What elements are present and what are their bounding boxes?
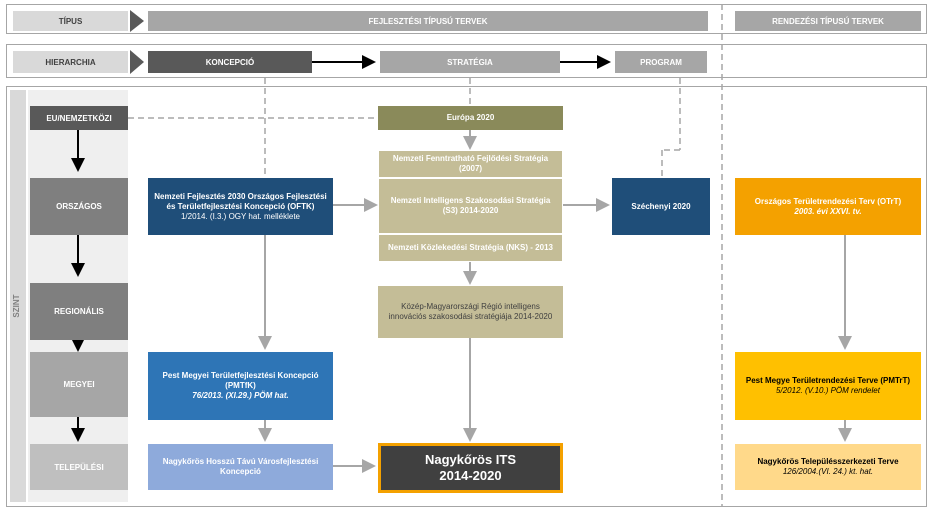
szechenyi-text: Széchenyi 2020 [631,201,691,211]
its-box: Nagykőrös ITS 2014-2020 [378,443,563,493]
oftk-title: Nemzeti Fejlesztés 2030 Országos Fejlesz… [154,191,327,211]
oftk-ref: 1/2014. (I.3.) OGY hat. melléklete [180,211,301,221]
level-telepulesi: TELEPÜLÉSI [30,444,128,490]
europa-2020-text: Európa 2020 [446,113,495,122]
koncepcio-header: KONCEPCIÓ [148,51,312,73]
tszt-box: Nagykőrös Településszerkezeti Terve 126/… [735,444,921,490]
level-megyei: MEGYEI [30,352,128,417]
pmtfk-ref: 76/2013. (XI.29.) PÖM hat. [192,391,289,400]
its-line2: 2014-2020 [439,468,502,483]
program-header: PROGRAM [615,51,707,73]
europa-2020-box: Európa 2020 [378,106,563,130]
kmr-text: Közép-Magyarországi Régió intelligens in… [388,302,553,321]
tszt-title: Nagykőrös Településszerkezeti Terve [757,457,899,466]
szint-side-bar [10,90,26,502]
strategia-header: STRATÉGIA [380,51,560,73]
pmtfk-box: Pest Megyei Területfejlesztési Koncepció… [148,352,333,420]
nhtvk-box: Nagykőrös Hosszú Távú Városfejlesztési K… [148,444,333,490]
kmr-box: Közép-Magyarországi Régió intelligens in… [378,286,563,338]
its-line1: Nagykőrös ITS [424,452,517,467]
nft-text: Nemzeti Fenntratható Fejlődési Stratégia… [392,154,549,173]
hierarchia-label: HIERARCHIA [13,51,128,73]
pmtrt-title: Pest Megye Területrendezési Terve (PMTrT… [745,376,911,385]
nks-text: Nemzeti Közlekedési Stratégia (NKS) - 20… [388,243,553,252]
pmtfk-title: Pest Megyei Területfejlesztési Koncepció… [162,371,319,390]
otrt-title: Országos Területrendezési Terv (OTrT) [754,196,902,206]
fejlesztesi-header: FEJLESZTÉSI TÍPUSÚ TERVEK [148,11,708,31]
level-regionalis: REGIONÁLIS [30,283,128,340]
pmtrt-box: Pest Megye Területrendezési Terve (PMTrT… [735,352,921,420]
nhtvk-text: Nagykőrös Hosszú Távú Városfejlesztési K… [162,457,319,476]
oftk-box: Nemzeti Fejlesztés 2030 Országos Fejlesz… [148,178,333,235]
s3-box: Nemzeti Intelligens Szakosodási Stratégi… [378,178,563,234]
otrt-ref: 2003. évi XXVI. tv. [794,206,862,216]
tipus-arrow-icon [130,10,144,32]
pmtrt-ref: 5/2012. (V.10.) PÖM rendelet [776,386,880,395]
szechenyi-box: Széchenyi 2020 [612,178,710,235]
nks-box: Nemzeti Közlekedési Stratégia (NKS) - 20… [378,234,563,262]
tszt-ref: 126/2004.(VI. 24.) kt. hat. [782,467,874,476]
hierarchia-arrow-icon [130,50,144,74]
otrt-box: Országos Területrendezési Terv (OTrT) 20… [735,178,921,235]
level-orszagos: ORSZÁGOS [30,178,128,235]
tipus-label: TÍPUS [13,11,128,31]
nft-box: Nemzeti Fenntratható Fejlődési Stratégia… [378,150,563,178]
rendezesi-header: RENDEZÉSI TÍPUSÚ TERVEK [735,11,921,31]
s3-text: Nemzeti Intelligens Szakosodási Stratégi… [390,196,551,215]
level-eu: EU/NEMZETKÖZI [30,106,128,130]
